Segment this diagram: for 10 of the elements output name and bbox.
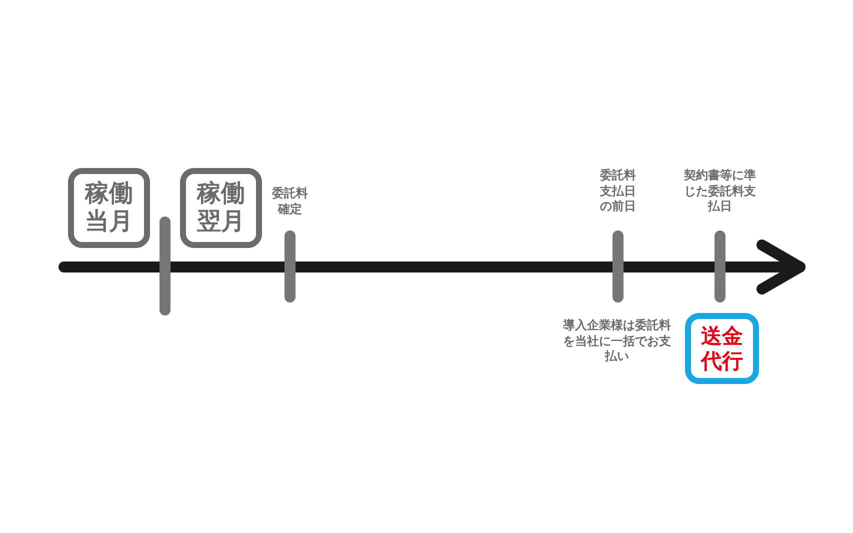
- timeline-note: 導入企業様は委託料を当社に一括でお支払い: [562, 318, 672, 365]
- month-box: [685, 313, 759, 384]
- box-text: 送金代行: [699, 324, 744, 373]
- timeline-note: 委託料支払日の前日: [599, 168, 637, 215]
- month-box: [180, 168, 262, 248]
- timeline-note: 委託料確定: [271, 186, 309, 218]
- timeline-note: 契約書等に準じた委託料支払日: [683, 168, 757, 215]
- box-text: 稼働当月: [84, 180, 134, 236]
- box-text: 稼働翌月: [196, 180, 246, 236]
- month-box: [68, 168, 150, 248]
